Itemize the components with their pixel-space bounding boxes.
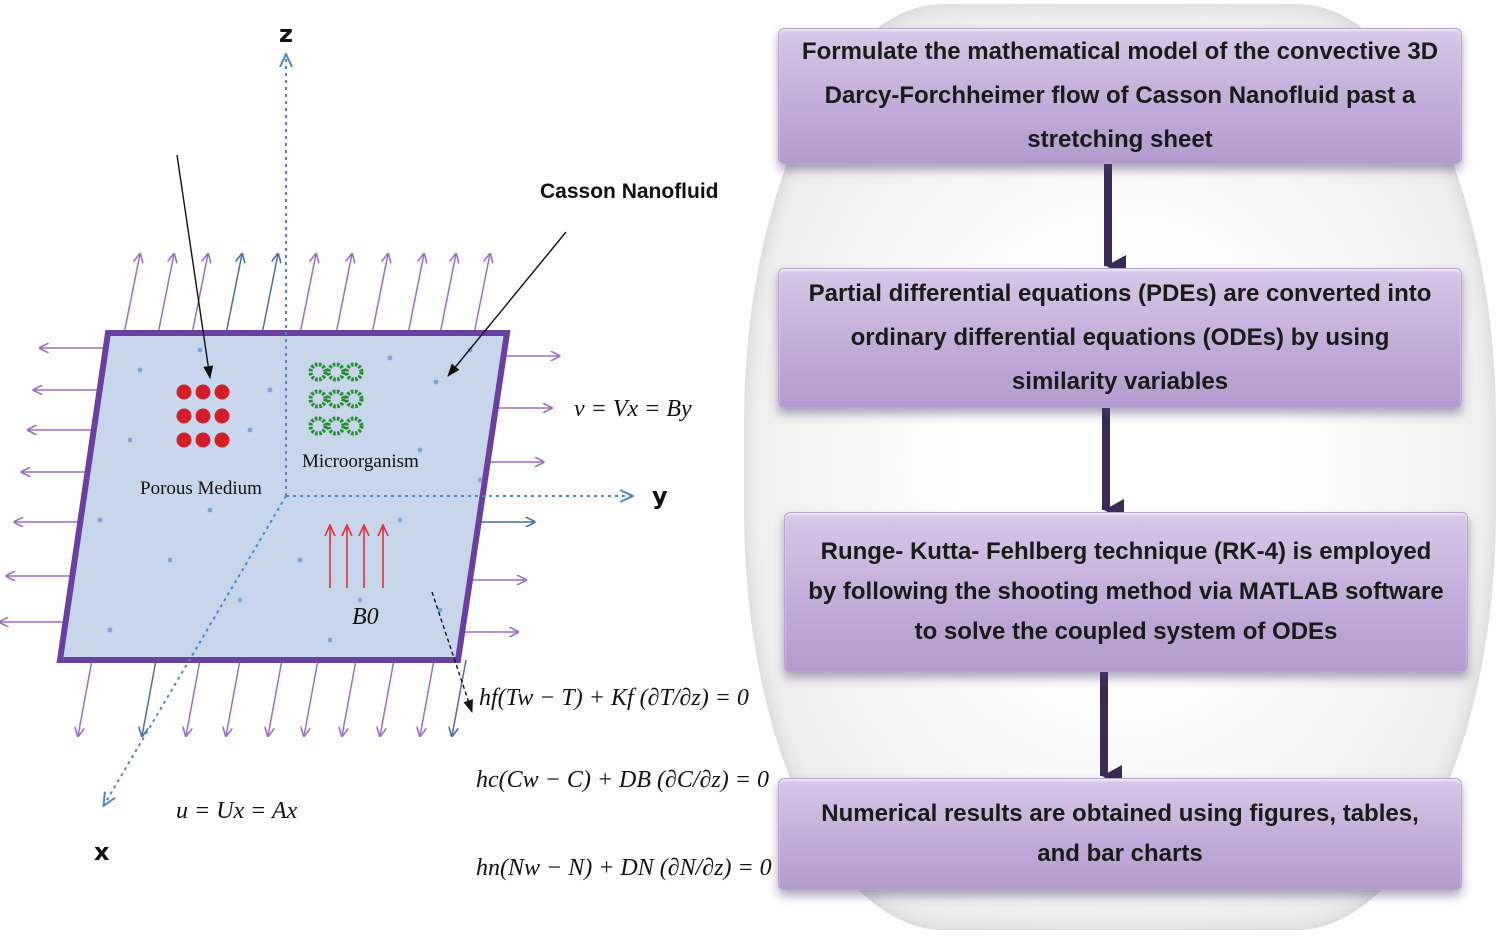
porous-particle	[214, 432, 230, 448]
stretch-arrow-up	[123, 254, 140, 335]
porous-particle	[195, 432, 211, 448]
stretch-arrow-down	[304, 659, 319, 736]
flow-step-1-text: Formulate the mathematical model of the …	[801, 38, 1439, 153]
stretch-arrow-up	[191, 254, 208, 335]
stretch-arrow-down	[420, 659, 435, 736]
concentration-boundary-equation: hc(Cw − C) + DB (∂C/∂z) = 0	[476, 767, 769, 793]
stretch-arrow-up	[225, 254, 242, 335]
microorganism-label: Microorganism	[302, 451, 419, 472]
stretch-arrow-down	[226, 659, 241, 736]
nanoparticle	[97, 517, 103, 523]
nanoparticle	[417, 447, 423, 453]
nanoparticle	[437, 607, 443, 613]
stretch-arrows-bottom	[78, 659, 467, 736]
porous-particle	[214, 408, 230, 424]
nanoparticle	[357, 597, 363, 603]
flow-connectors	[1100, 164, 1126, 787]
nanoparticle	[237, 597, 243, 603]
stretch-arrow-up	[439, 254, 456, 335]
microorganism-cluster	[308, 362, 364, 436]
microorganism-cell	[326, 389, 346, 409]
nanoparticle	[137, 367, 143, 373]
u-velocity-equation: u = Ux = Ax	[176, 798, 298, 824]
stretch-arrow-up	[371, 254, 388, 335]
nanoparticle-specks	[97, 347, 483, 643]
stretch-arrows-right	[462, 356, 559, 632]
stretch-arrow-down	[186, 659, 201, 736]
nanoparticle	[247, 427, 253, 433]
stretch-arrow-down	[380, 659, 395, 736]
stretch-arrow-up	[157, 254, 174, 335]
flow-step-2: Partial differential equations (PDEs) ar…	[778, 268, 1462, 408]
nanoparticle	[397, 517, 403, 523]
nanoparticle	[477, 477, 483, 483]
stretch-arrow-up	[335, 254, 352, 335]
v-velocity-equation: v = Vx = By	[574, 396, 692, 422]
porous-particle	[195, 384, 211, 400]
porous-pointer-arrow	[176, 154, 214, 379]
stretch-arrow-up	[473, 254, 490, 335]
microorganism-cell	[326, 362, 346, 382]
flow-step-4-text: Numerical results are obtained using fig…	[821, 800, 1419, 867]
stretch-arrow-down	[78, 659, 93, 736]
stretch-arrows-left	[0, 348, 106, 622]
microorganism-cell	[344, 389, 364, 409]
porous-medium-label: Porous Medium	[140, 478, 262, 499]
microorganism-cell	[308, 416, 328, 436]
y-axis-label: y	[652, 482, 668, 510]
magnetic-field-arrows	[330, 526, 383, 588]
flow-step-3: Runge- Kutta- Fehlberg technique (RK-4) …	[784, 512, 1468, 672]
microorganism-cell	[308, 389, 328, 409]
boundary-pointer-arrow	[431, 591, 473, 713]
nanoparticle	[267, 387, 273, 393]
casson-nanofluid-label: Casson Nanofluid	[540, 180, 719, 203]
sheet-border	[56, 330, 511, 663]
porous-particle	[195, 408, 211, 424]
b0-label: B0	[352, 604, 379, 630]
nanoparticle	[167, 557, 173, 563]
stretch-arrow-down	[452, 659, 467, 736]
flow-step-4: Numerical results are obtained using fig…	[778, 778, 1462, 890]
stretch-arrow-up	[299, 254, 316, 335]
microorganism-cell	[308, 362, 328, 382]
nanoparticle	[387, 355, 393, 361]
nanoparticle	[327, 637, 333, 643]
nanoparticle	[433, 379, 439, 385]
microorganism-cell	[344, 416, 364, 436]
sheet-texture	[60, 333, 507, 660]
stretch-arrows-top	[123, 254, 490, 335]
stretch-arrow-down	[268, 659, 283, 736]
porous-medium-dots	[176, 384, 230, 448]
microorganism-cell	[326, 416, 346, 436]
nanoparticle	[127, 437, 133, 443]
stretch-arrow-up	[407, 254, 424, 335]
porous-particle	[214, 384, 230, 400]
stretch-arrow-down	[342, 659, 357, 736]
z-axis-label: z	[279, 20, 293, 48]
flow-step-1: Formulate the mathematical model of the …	[778, 28, 1462, 164]
nanoparticle	[207, 507, 213, 513]
nanoparticle	[197, 347, 203, 353]
microorganism-cell	[344, 362, 364, 382]
stretch-arrow-up	[261, 254, 278, 335]
flow-step-2-text: Partial differential equations (PDEs) ar…	[808, 280, 1432, 395]
x-axis-label: x	[94, 838, 110, 866]
porous-particle	[176, 408, 192, 424]
microorganism-boundary-equation: hn(Nw − N) + DN (∂N/∂z) = 0	[476, 855, 772, 881]
stretch-arrow-down	[142, 659, 157, 736]
nanoparticle	[107, 627, 113, 633]
nanoparticle	[297, 557, 303, 563]
casson-pointer-arrow	[447, 231, 567, 377]
porous-particle	[176, 384, 192, 400]
thermal-boundary-equation: hf(Tw − T) + Kf (∂T/∂z) = 0	[479, 685, 749, 711]
flow-step-3-text: Runge- Kutta- Fehlberg technique (RK-4) …	[808, 538, 1444, 645]
porous-particle	[176, 432, 192, 448]
